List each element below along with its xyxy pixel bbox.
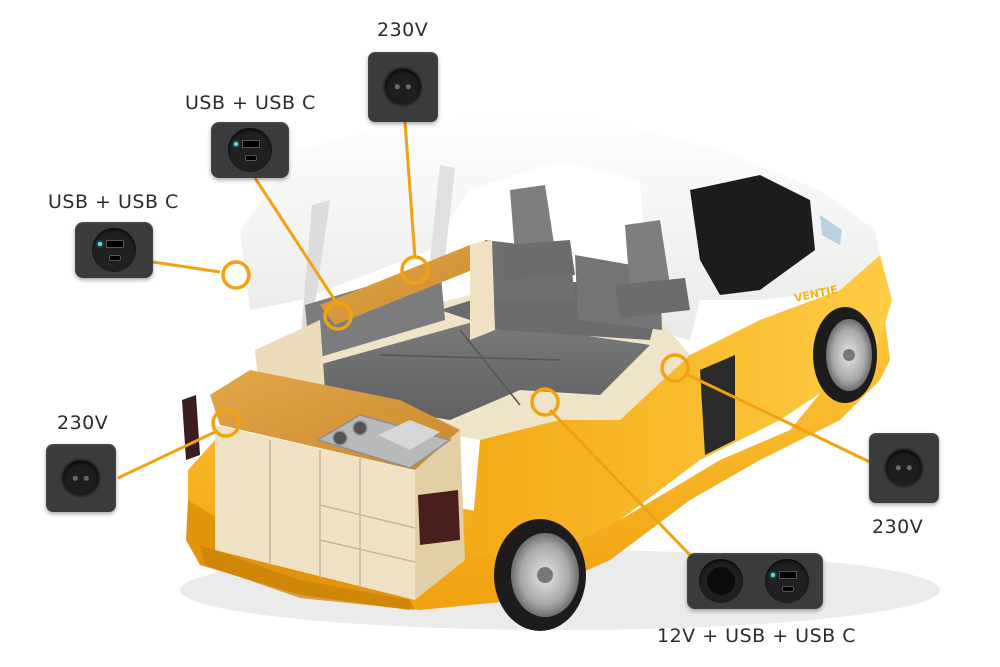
- socket-right-230v: [869, 433, 939, 503]
- ring-top-230v: [400, 255, 430, 285]
- schuko-socket-icon: [885, 449, 923, 487]
- line-top-230v: [403, 121, 417, 259]
- outlet-usb-mid: [211, 122, 289, 178]
- label-usb-mid: USB + USB C: [185, 92, 316, 114]
- line-usb-left: [152, 260, 221, 274]
- callout-lines: [117, 121, 871, 557]
- kitchen-block: [210, 370, 465, 600]
- wheel-front: [813, 307, 877, 403]
- ring-right-230v: [660, 353, 690, 383]
- usb-a-usb-c-outlet-icon: [765, 559, 809, 603]
- callout-rings: [211, 255, 690, 438]
- ring-bottom-combo: [530, 387, 560, 417]
- line-right-230v: [687, 373, 871, 464]
- socket-top-230v: [368, 52, 438, 122]
- cab-seats: [505, 185, 690, 318]
- schuko-socket-icon: [384, 68, 422, 106]
- line-bottom-combo: [548, 408, 692, 557]
- schuko-socket-icon: [62, 460, 100, 496]
- wheel-rear: [494, 519, 586, 631]
- usb-a-usb-c-outlet-icon: [92, 228, 136, 272]
- label-bottom-combo: 12V + USB + USB C: [657, 625, 856, 647]
- line-left-230v: [117, 430, 216, 480]
- van-side-panel: [470, 255, 892, 560]
- socket-left-230v: [46, 444, 116, 512]
- outlet-usb-left: [75, 222, 153, 278]
- ring-left-230v: [211, 408, 241, 438]
- rear-lights: [182, 395, 460, 545]
- line-usb-mid: [253, 177, 340, 306]
- ring-usb-mid: [323, 301, 353, 331]
- label-usb-left: USB + USB C: [48, 191, 179, 213]
- 12v-socket-icon: [699, 559, 743, 603]
- outlet-12v-usb-combo: [687, 553, 823, 609]
- ring-usb-left: [221, 260, 251, 290]
- label-left-230v: 230V: [57, 412, 109, 434]
- label-right-230v: 230V: [872, 516, 924, 538]
- label-top-230v: 230V: [377, 19, 429, 41]
- usb-a-usb-c-outlet-icon: [228, 128, 272, 172]
